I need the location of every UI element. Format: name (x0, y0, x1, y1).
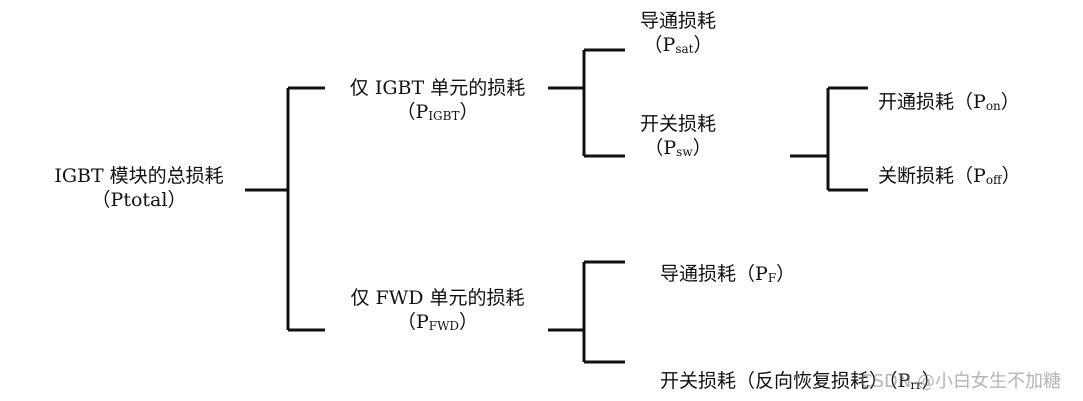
fwd-connector (548, 260, 625, 364)
node-total-loss-symbol: （Ptotal） (91, 189, 187, 211)
node-fwd-loss: 仅 FWD 单元的损耗 （PFWD） (325, 286, 550, 338)
node-total-loss: IGBT 模块的总损耗 （Ptotal） (28, 164, 250, 212)
node-total-loss-title: IGBT 模块的总损耗 (54, 165, 224, 187)
root-connector (245, 86, 325, 332)
node-turn-on-loss: 开通损耗（Pon） (878, 91, 1020, 113)
sw-connector (790, 86, 868, 192)
node-igbt-conduction-title: 导通损耗 (639, 10, 716, 32)
node-igbt-switching-symbol: （Psw） (644, 137, 712, 159)
watermark: CSDN @小白女生不加糖 (860, 371, 1062, 392)
node-fwd-conduction-loss: 导通损耗（PF） (660, 263, 796, 285)
node-igbt-loss-symbol: （PIGBT） (396, 101, 479, 123)
node-reverse-recovery-loss: 开关损耗（反向恢复损耗）（Prr） (660, 370, 941, 392)
node-igbt-conduction-symbol: （Psat） (643, 34, 713, 56)
igbt-connector (548, 48, 625, 158)
node-igbt-switching-title: 开关损耗 (639, 113, 716, 135)
node-igbt-conduction-loss: 导通损耗 （Psat） (628, 9, 728, 61)
node-fwd-loss-title: 仅 FWD 单元的损耗 (350, 287, 525, 309)
node-igbt-loss-title: 仅 IGBT 单元的损耗 (349, 77, 526, 99)
node-turn-off-loss: 关断损耗（Poff） (878, 165, 1021, 187)
node-igbt-switching-loss: 开关损耗 （Psw） (628, 112, 728, 164)
node-fwd-loss-symbol: （PFWD） (396, 311, 479, 333)
node-igbt-loss: 仅 IGBT 单元的损耗 （PIGBT） (325, 76, 550, 128)
